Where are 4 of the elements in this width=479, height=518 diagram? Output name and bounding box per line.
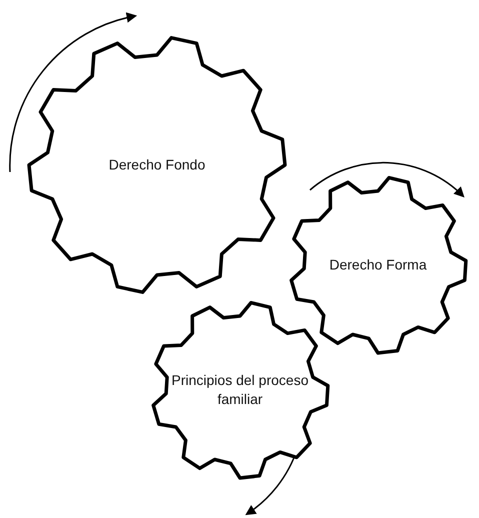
gear [25, 33, 289, 297]
gear-label: Derecho Fondo [108, 156, 206, 174]
gear-label: Derecho Forma [328, 256, 428, 274]
gear-label: Principios del proceso familiar [170, 371, 310, 409]
